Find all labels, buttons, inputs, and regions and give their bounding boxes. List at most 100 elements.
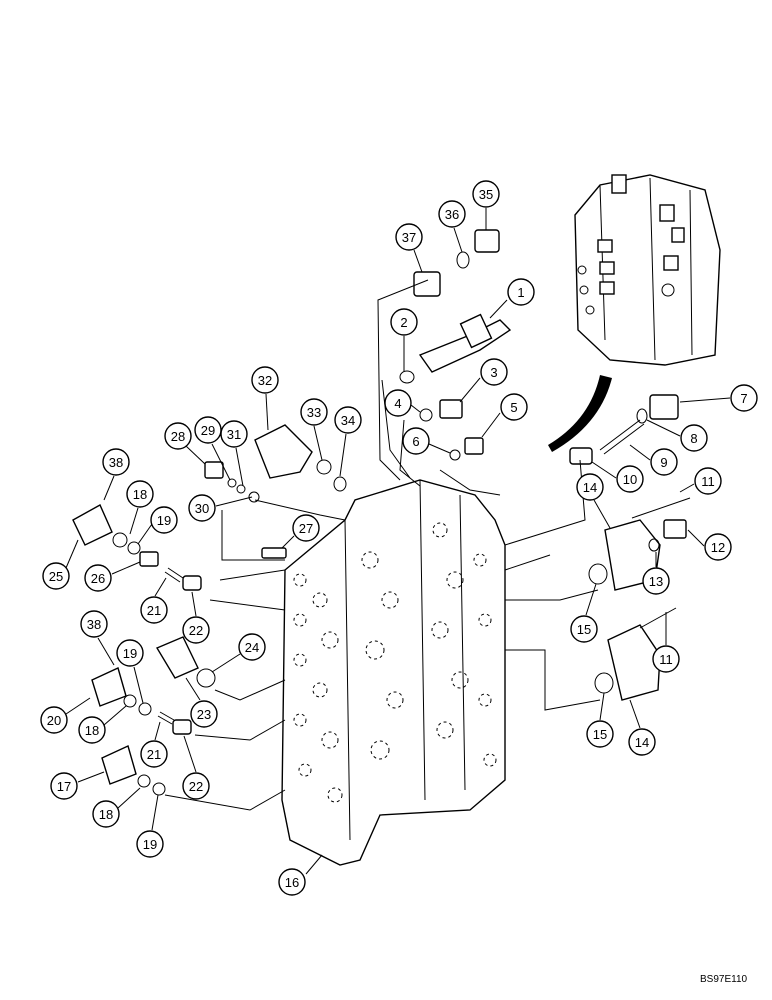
svg-text:19: 19 xyxy=(157,513,171,528)
callout-3: 3 xyxy=(459,358,508,403)
callout-18-a: 18 xyxy=(126,480,154,535)
svg-text:33: 33 xyxy=(307,405,321,420)
callout-14-upper: 14 xyxy=(576,473,611,529)
svg-text:21: 21 xyxy=(147,747,161,762)
svg-text:2: 2 xyxy=(400,315,407,330)
svg-text:15: 15 xyxy=(577,622,591,637)
callout-11-lower: 11 xyxy=(652,612,680,673)
callout-2: 2 xyxy=(390,308,418,372)
svg-text:6: 6 xyxy=(412,434,419,449)
svg-text:21: 21 xyxy=(147,603,161,618)
callout-1: 1 xyxy=(489,278,535,319)
small-plugs xyxy=(399,370,484,461)
callout-14-lower: 14 xyxy=(628,699,656,756)
callout-38-b: 38 xyxy=(80,610,115,666)
svg-text:22: 22 xyxy=(189,779,203,794)
left-relief-valve xyxy=(204,424,347,503)
callout-11-upper: 11 xyxy=(679,467,722,495)
left-side-parts xyxy=(72,504,287,796)
svg-text:19: 19 xyxy=(143,837,157,852)
svg-text:27: 27 xyxy=(299,521,313,536)
callout-5: 5 xyxy=(481,393,528,438)
leader-lines xyxy=(164,279,601,811)
callout-36: 36 xyxy=(438,200,466,253)
svg-text:38: 38 xyxy=(109,455,123,470)
callout-15-lower: 15 xyxy=(586,692,614,748)
callout-19-a: 19 xyxy=(137,506,178,545)
svg-text:13: 13 xyxy=(649,574,663,589)
svg-text:11: 11 xyxy=(701,474,715,489)
svg-text:1: 1 xyxy=(517,285,524,300)
svg-text:28: 28 xyxy=(171,429,185,444)
callout-38-a: 38 xyxy=(102,448,130,501)
callout-25: 25 xyxy=(42,539,79,590)
callout-34: 34 xyxy=(334,406,362,477)
inset-assembled-valve xyxy=(574,174,721,366)
callout-4: 4 xyxy=(384,389,421,417)
svg-text:35: 35 xyxy=(479,187,493,202)
callout-8: 8 xyxy=(646,419,708,452)
relief-valve-cartridge xyxy=(418,313,512,373)
callout-32: 32 xyxy=(251,366,279,431)
svg-text:10: 10 xyxy=(623,472,637,487)
svg-text:14: 14 xyxy=(583,480,597,495)
callout-17: 17 xyxy=(50,771,105,800)
svg-text:24: 24 xyxy=(245,640,259,655)
inset-pointer-arrow xyxy=(548,375,612,452)
svg-text:19: 19 xyxy=(123,646,137,661)
callout-9: 9 xyxy=(629,444,678,476)
svg-text:22: 22 xyxy=(189,623,203,638)
svg-text:37: 37 xyxy=(402,230,416,245)
callout-13: 13 xyxy=(642,552,670,595)
valve-body xyxy=(281,479,506,866)
svg-text:15: 15 xyxy=(593,727,607,742)
svg-text:18: 18 xyxy=(99,807,113,822)
svg-text:34: 34 xyxy=(341,413,355,428)
svg-text:29: 29 xyxy=(201,423,215,438)
svg-text:3: 3 xyxy=(490,365,497,380)
right-side-parts xyxy=(569,394,691,701)
svg-text:5: 5 xyxy=(510,400,517,415)
callout-7: 7 xyxy=(679,384,758,412)
callout-24: 24 xyxy=(211,633,266,673)
svg-text:36: 36 xyxy=(445,207,459,222)
callout-21-b: 21 xyxy=(140,721,168,768)
svg-text:9: 9 xyxy=(660,455,667,470)
callout-12: 12 xyxy=(687,529,732,561)
callout-15-upper: 15 xyxy=(570,583,598,643)
callout-22-b: 22 xyxy=(182,735,210,800)
svg-text:8: 8 xyxy=(690,431,697,446)
svg-text:30: 30 xyxy=(195,501,209,516)
svg-text:31: 31 xyxy=(227,427,241,442)
svg-text:12: 12 xyxy=(711,540,725,555)
callouts: 1 2 3 4 5 6 7 8 9 10 11 11 12 13 14 14 1… xyxy=(40,180,758,896)
svg-text:17: 17 xyxy=(57,779,71,794)
svg-text:18: 18 xyxy=(133,487,147,502)
svg-text:14: 14 xyxy=(635,735,649,750)
svg-text:25: 25 xyxy=(49,569,63,584)
callout-18-c: 18 xyxy=(92,787,141,828)
callout-37: 37 xyxy=(395,223,423,273)
callout-20: 20 xyxy=(40,697,91,734)
callout-18-b: 18 xyxy=(78,705,127,744)
callout-33: 33 xyxy=(300,398,328,461)
callout-10: 10 xyxy=(591,461,644,493)
callout-22-a: 22 xyxy=(182,591,210,644)
svg-text:26: 26 xyxy=(91,571,105,586)
callout-35: 35 xyxy=(472,180,500,230)
svg-text:38: 38 xyxy=(87,617,101,632)
drawing-code: BS97E110 xyxy=(700,974,748,985)
svg-text:23: 23 xyxy=(197,707,211,722)
svg-text:4: 4 xyxy=(394,396,401,411)
callout-6: 6 xyxy=(402,427,451,455)
svg-text:7: 7 xyxy=(740,391,747,406)
callout-19-b: 19 xyxy=(116,639,144,704)
callout-21-a: 21 xyxy=(140,577,168,624)
callout-19-c: 19 xyxy=(136,794,164,858)
callout-30: 30 xyxy=(188,494,253,522)
svg-text:32: 32 xyxy=(258,373,272,388)
svg-text:20: 20 xyxy=(47,713,61,728)
callout-29: 29 xyxy=(194,416,231,481)
callout-28: 28 xyxy=(164,422,206,465)
